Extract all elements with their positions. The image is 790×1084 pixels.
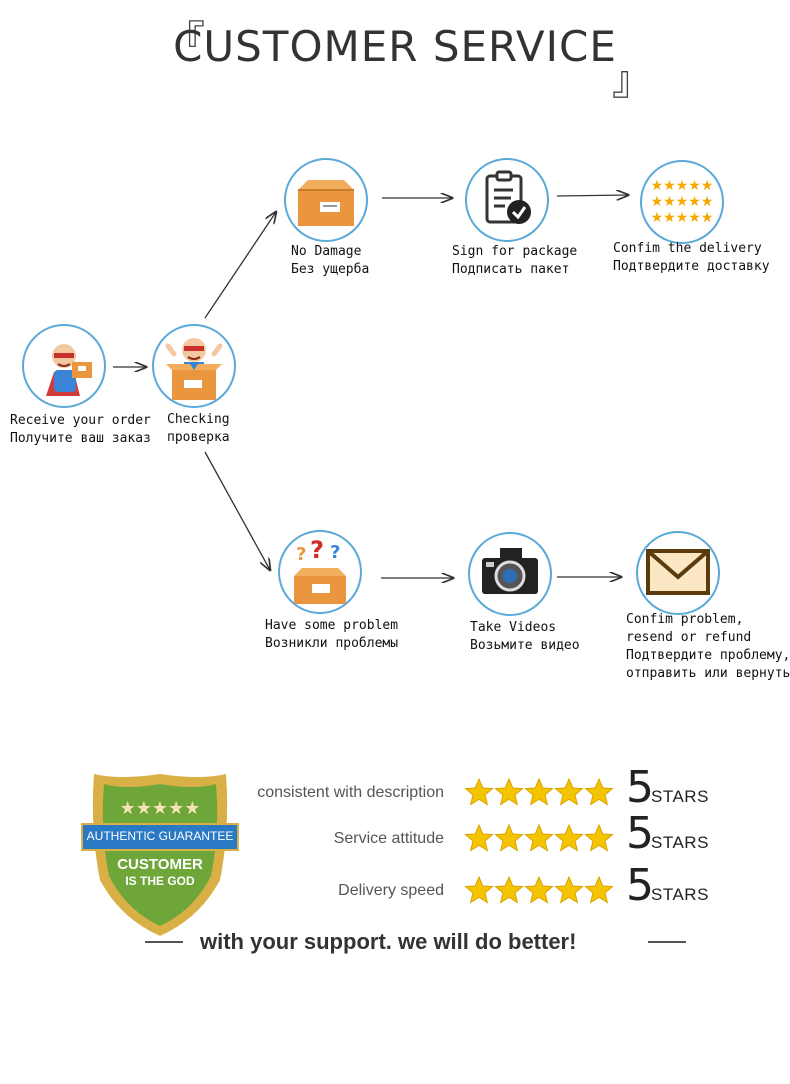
sign-package-caption: Sign for package Подписать пакет	[452, 243, 577, 279]
camera-icon	[482, 548, 538, 594]
star-icon	[524, 777, 554, 807]
caption-line: Take Videos	[470, 620, 557, 635]
checking-caption: Checking проверка	[167, 411, 230, 447]
confirm-problem-caption: Confim problem, resend or refund Подтвер…	[626, 611, 790, 683]
rating-unit: STARS	[651, 885, 709, 904]
bracket-open: 『	[165, 18, 205, 64]
badge-ribbon: AUTHENTIC GUARANTEE	[86, 829, 234, 843]
svg-text:★★★★★: ★★★★★	[651, 194, 714, 210]
package-box-icon	[298, 180, 354, 226]
svg-text:★★★★★: ★★★★★	[651, 178, 714, 194]
star-icon	[494, 875, 524, 905]
clipboard-check-icon	[485, 170, 531, 224]
arrow-checking-problem	[204, 451, 270, 570]
checking-box-icon	[165, 338, 223, 400]
star-icon	[524, 823, 554, 853]
videos-caption: Take Videos Возьмите видео	[470, 619, 580, 655]
rating-stars	[464, 823, 614, 858]
caption-line: Receive your order	[10, 413, 151, 428]
star-icon	[554, 777, 584, 807]
rating-unit: STARS	[651, 787, 709, 806]
footer-tagline: with your support. we will do better!	[200, 929, 577, 954]
badge-line1: CUSTOMER	[117, 856, 203, 873]
envelope-icon	[646, 549, 710, 595]
svg-text:★★★★★: ★★★★★	[651, 210, 714, 226]
problem-node: ? ? ?	[278, 530, 362, 614]
rating-value: 5	[626, 762, 654, 813]
page-title: CUSTOMER SERVICE	[173, 22, 617, 71]
divider-right	[648, 941, 686, 943]
caption-line: Без ущерба	[291, 262, 370, 277]
caption-line: проверка	[167, 430, 230, 445]
star-icon	[554, 875, 584, 905]
svg-text:?: ?	[310, 536, 324, 564]
courier-icon	[46, 344, 92, 396]
star-icon	[554, 823, 584, 853]
star-icon	[464, 777, 494, 807]
sign-package-node	[465, 158, 549, 242]
star-icon	[584, 823, 614, 853]
caption-line: отправить или вернуть	[626, 666, 790, 681]
rating-label: Delivery speed	[338, 882, 444, 899]
star-grid-icon: ★★★★★ ★★★★★ ★★★★★	[651, 178, 714, 226]
caption-line: Получите ваш заказ	[10, 431, 151, 446]
caption-line: Sign for package	[452, 244, 578, 259]
caption-line: resend or refund	[626, 630, 752, 645]
star-icon	[584, 875, 614, 905]
arrow-sign-confirm	[556, 195, 628, 196]
rating-stars	[464, 875, 614, 910]
svg-text:★★★★★: ★★★★★	[120, 798, 201, 819]
star-icon	[524, 875, 554, 905]
star-icon	[494, 777, 524, 807]
rating-unit: STARS	[651, 833, 709, 852]
question-box-icon: ? ? ?	[294, 536, 346, 604]
rating-value: 5	[626, 808, 654, 859]
caption-line: Checking	[167, 412, 230, 427]
star-icon	[464, 875, 494, 905]
badge-line2: IS THE GOD	[125, 874, 195, 888]
checking-node	[152, 324, 236, 408]
confirm-delivery-node: ★★★★★ ★★★★★ ★★★★★	[640, 160, 724, 244]
caption-line: Have some problem	[265, 618, 399, 633]
no-damage-node	[284, 158, 368, 242]
caption-line: Подписать пакет	[452, 262, 570, 277]
svg-text:?: ?	[330, 542, 340, 563]
caption-line: Подтвердите доставку	[613, 259, 770, 274]
rating-stars	[464, 777, 614, 812]
arrow-checking-nodamage	[204, 212, 276, 319]
caption-line: No Damage	[291, 244, 362, 259]
caption-line: Возникли проблемы	[265, 636, 399, 651]
star-icon	[494, 823, 524, 853]
guarantee-badge: ★★★★★ AUTHENTIC GUARANTEE CUSTOMER IS TH…	[80, 770, 240, 940]
rating-label: Service attitude	[333, 830, 444, 847]
problem-caption: Have some problem Возникли проблемы	[265, 617, 398, 653]
caption-line: Подтвердите проблему,	[626, 648, 790, 663]
confirm-problem-node	[636, 531, 720, 615]
svg-text:?: ?	[296, 544, 306, 565]
videos-node	[468, 532, 552, 616]
no-damage-caption: No Damage Без ущерба	[291, 243, 369, 279]
caption-line: Confim the delivery	[613, 241, 762, 256]
receive-order-node	[22, 324, 106, 408]
divider-left	[145, 941, 183, 943]
star-icon	[584, 777, 614, 807]
bracket-close: 』	[612, 58, 652, 104]
rating-label: consistent with description	[257, 784, 444, 801]
confirm-delivery-caption: Confim the delivery Подтвердите доставку	[613, 240, 770, 276]
star-icon	[464, 823, 494, 853]
caption-line: Возьмите видео	[470, 638, 580, 653]
receive-order-caption: Receive your order Получите ваш заказ	[10, 412, 151, 448]
caption-line: Confim problem,	[626, 612, 744, 627]
rating-value: 5	[626, 860, 654, 911]
shield-badge-icon: ★★★★★	[81, 774, 239, 936]
